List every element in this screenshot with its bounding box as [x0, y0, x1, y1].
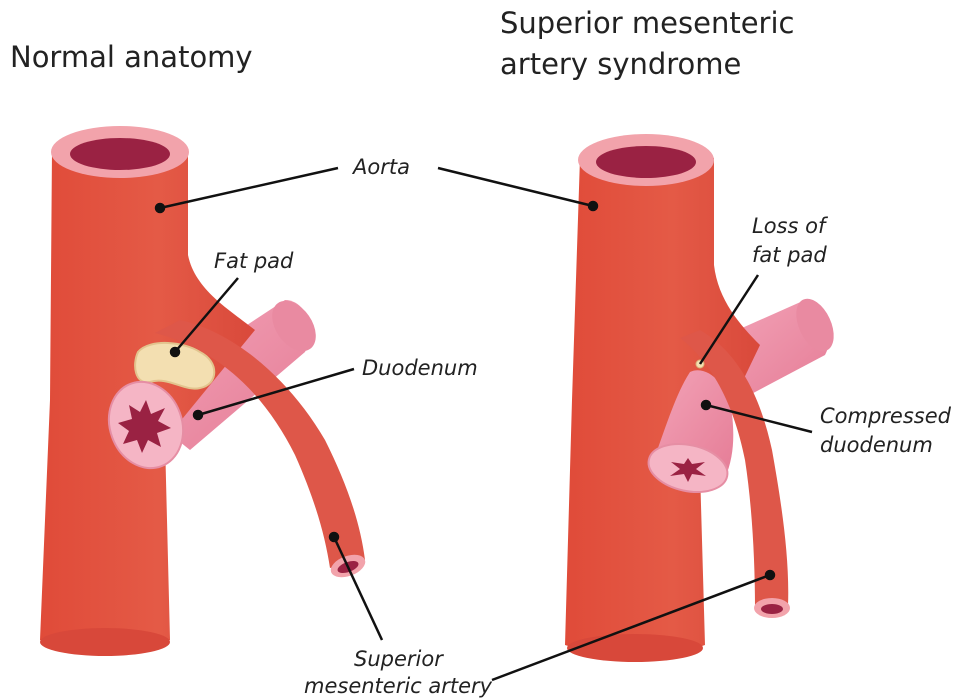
- label-aorta: Aorta: [353, 153, 410, 181]
- duodenum-dot: [194, 411, 202, 419]
- aorta-bottom-shade: [40, 628, 170, 656]
- label-superior-mesenteric-artery-line1: Superior: [354, 645, 443, 673]
- sma-end-lumen: [761, 604, 783, 614]
- aorta-lumen: [70, 138, 170, 170]
- sma-dot-right: [766, 571, 774, 579]
- normal-anatomy-diagram: [40, 126, 368, 656]
- aorta-bottom-shade: [567, 634, 703, 662]
- fat-pad-dot: [171, 348, 179, 356]
- aorta-lumen: [596, 146, 696, 178]
- label-duodenum: Duodenum: [362, 354, 478, 382]
- label-superior-mesenteric-artery-line2: mesenteric artery: [304, 672, 492, 700]
- aorta-dot-right: [589, 202, 597, 210]
- aorta-dot-left: [156, 204, 164, 212]
- label-loss-of-fat-pad-line2: fat pad: [752, 241, 827, 269]
- compressed-duodenum-dot: [702, 401, 710, 409]
- aorta-leader-right: [438, 168, 593, 206]
- sma-dot-left: [330, 533, 338, 541]
- label-compressed-duodenum-line1: Compressed: [820, 402, 951, 430]
- label-loss-of-fat-pad-line1: Loss of: [752, 212, 825, 240]
- label-compressed-duodenum-line2: duodenum: [820, 431, 933, 459]
- label-fat-pad: Fat pad: [214, 247, 293, 275]
